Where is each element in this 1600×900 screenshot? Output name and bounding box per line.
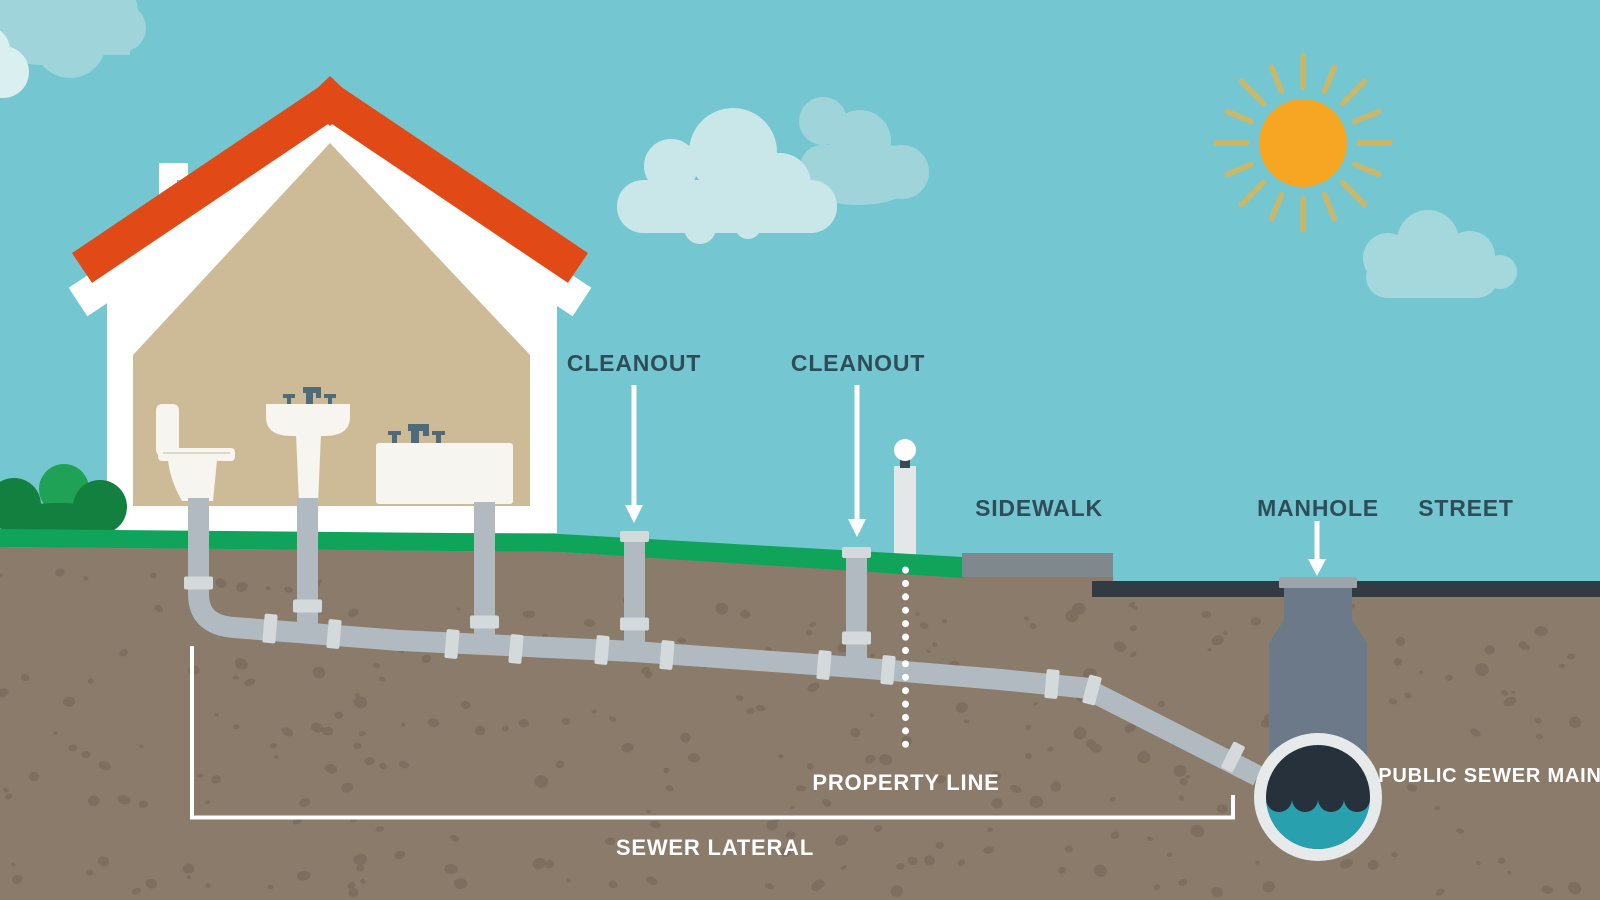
roof [71,86,589,283]
cloud-icon [1363,210,1517,298]
sidewalk-label: SIDEWALK [975,495,1103,521]
sidewalk-surface [962,553,1113,577]
arrow-down-icon [1308,559,1326,576]
sewer-lateral-pipe [188,498,1263,786]
arrow-down-icon [848,519,866,537]
manhole-shaft [1269,586,1367,770]
cleanout-arrow-1 [625,385,643,523]
cleanout-arrow-2 [848,385,866,537]
grass [0,529,963,578]
house-interior [133,143,530,506]
toilet-drain-and-lateral [188,498,1263,786]
bathtub-icon [376,424,513,504]
cloud-icon [0,30,29,98]
sewer-lateral-label: SEWER LATERAL [615,835,815,860]
arrow-down-icon [625,505,643,523]
cleanout-label-1: CLEANOUT [566,350,702,376]
property-line-label: PROPERTY LINE [812,770,1000,795]
cleanout-cap-1 [620,531,649,542]
cloud-icon [0,0,146,78]
roof-trim [68,121,592,317]
cleanout-label-2: CLEANOUT [790,350,926,376]
public-sewer-main-pipe [1254,733,1382,861]
bush-icon [0,464,127,537]
sink-icon [266,387,350,503]
pipe-couplings [184,576,1245,773]
lamp-post-icon [894,439,916,562]
dirt-speckles [0,568,1598,898]
cleanout-cap-2 [842,547,871,558]
sun-icon [1213,53,1393,233]
manhole-arrow [1308,521,1326,576]
public-sewer-main-label: PUBLIC SEWER MAIN [1378,765,1600,787]
sewer-lateral-bracket [190,646,1235,820]
toilet-icon [156,404,235,501]
manhole-label: MANHOLE [1257,495,1379,521]
manhole-cover [1279,577,1357,588]
roof-peak [304,76,356,126]
cloud-icon [617,108,837,244]
street-label: STREET [1418,495,1514,521]
house [68,76,592,533]
